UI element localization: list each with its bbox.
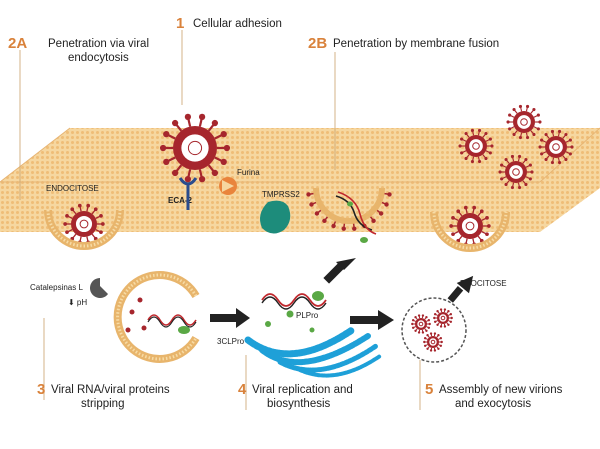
exocitose-label: EXOCITOSE xyxy=(460,279,507,288)
step-5-line2: and exocytosis xyxy=(455,398,531,410)
virion-released-2 xyxy=(458,128,494,164)
ph-label: ⬇ pH xyxy=(68,298,87,307)
tmprss2-protein xyxy=(260,200,291,234)
eca2-label: ECA-2 xyxy=(168,196,193,205)
3clpro-label: 3CLPro xyxy=(217,337,245,346)
virion-assembly-2 xyxy=(433,308,453,328)
virion-adhesion xyxy=(159,113,231,183)
cell-membrane xyxy=(0,127,600,232)
eca2-receptor xyxy=(178,177,198,210)
step-3-line2: stripping xyxy=(81,398,124,410)
virion-released-1 xyxy=(506,104,542,140)
step-2a-line2: endocytosis xyxy=(68,52,129,64)
step-3-line1: Viral RNA/viral proteins xyxy=(51,384,170,396)
tmprss2-label: TMPRSS2 xyxy=(262,190,300,199)
step-5-number: 5 xyxy=(425,381,433,398)
step-4-line1: Viral replication and xyxy=(252,384,353,396)
virion-released-4 xyxy=(498,154,534,190)
arrow-5-to-exocytosis xyxy=(447,275,474,303)
guide-lines xyxy=(19,30,421,410)
virion-endosome xyxy=(63,203,105,245)
step-2b-label: Penetration by membrane fusion xyxy=(333,38,499,50)
step-2a-number: 2A xyxy=(8,35,27,52)
catalepsinas-protein xyxy=(89,278,108,299)
step-5-line1: Assembly of new virions xyxy=(439,384,563,396)
virion-assembly-3 xyxy=(423,332,443,352)
virions xyxy=(63,104,574,352)
arrow-4-to-5 xyxy=(350,310,394,330)
endocitose-label: ENDOCITOSE xyxy=(46,184,99,193)
step-4-number: 4 xyxy=(238,381,247,398)
furina-protein xyxy=(219,177,237,195)
arrow-2b-to-4 xyxy=(323,258,356,284)
step-2a-line1: Penetration via viral xyxy=(48,38,149,50)
endosome-vesicle xyxy=(44,209,124,250)
replication-rna xyxy=(261,291,327,333)
step-4-line2: biosynthesis xyxy=(267,398,331,410)
assembly-vesicle xyxy=(401,297,467,363)
step-1-number: 1 xyxy=(176,15,184,32)
arrow-3-to-4 xyxy=(210,308,250,328)
plpro-label: PLPro xyxy=(296,311,319,320)
step-3-number: 3 xyxy=(37,381,45,398)
exocytosis-vesicle xyxy=(430,211,510,252)
fusion-vesicle xyxy=(313,187,385,224)
virion-assembly-1 xyxy=(411,314,431,334)
step-2b-number: 2B xyxy=(308,35,327,52)
endoplasmic-reticulum xyxy=(244,326,382,378)
stripping-vesicle xyxy=(113,271,200,363)
process-arrows xyxy=(210,258,474,330)
step-1-label: Cellular adhesion xyxy=(193,18,282,30)
catalepsinas-label: Catalepsinas L xyxy=(30,283,83,292)
fusion-rna xyxy=(335,191,377,243)
furina-label: Furina xyxy=(237,168,260,177)
virion-released-3 xyxy=(538,129,574,165)
